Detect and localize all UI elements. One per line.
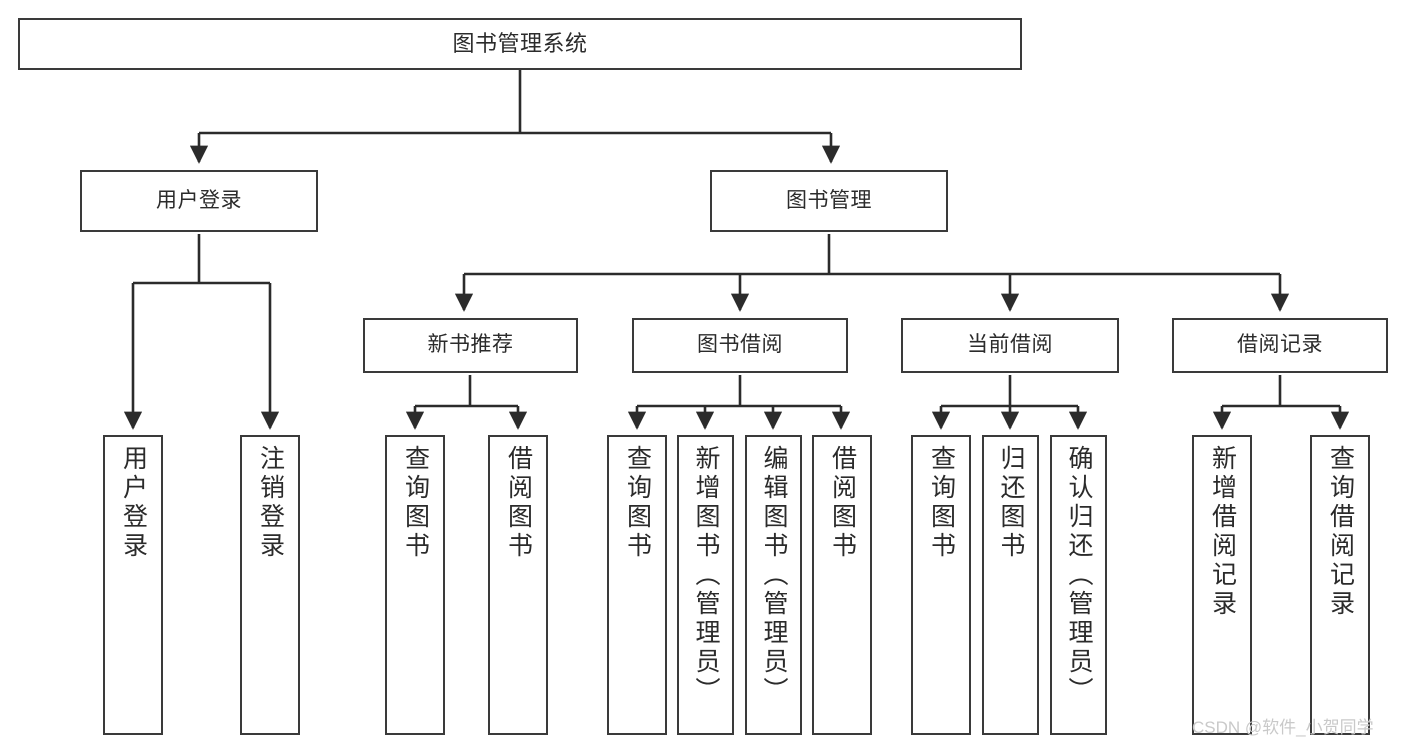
leaf-label: 编辑图书（管理员） [760, 445, 788, 706]
node-borrow-record[interactable]: 借阅记录 [1172, 318, 1388, 373]
leaf-label: 查询图书 [623, 445, 652, 561]
leaf-label: 借阅图书 [828, 445, 857, 561]
leaf-label: 新增图书（管理员） [692, 445, 720, 706]
node-book-management-system[interactable]: 图书管理系统 [18, 18, 1022, 70]
node-label: 图书管理 [786, 188, 872, 212]
leaf-add-borrow-record[interactable]: 新增借阅记录 [1192, 435, 1252, 735]
node-label: 当前借阅 [967, 333, 1053, 357]
leaf-confirm-return[interactable]: 确认归还（管理员） [1050, 435, 1107, 735]
leaf-label: 新增借阅记录 [1208, 445, 1237, 619]
leaf-label: 用户登录 [119, 445, 148, 561]
csdn-watermark: CSDN @软件_小贺同学 [1192, 718, 1374, 737]
leaf-borrow-book-1[interactable]: 借阅图书 [488, 435, 548, 735]
node-user-login[interactable]: 用户登录 [80, 170, 318, 232]
node-label: 新书推荐 [427, 333, 514, 357]
leaf-query-book-1[interactable]: 查询图书 [385, 435, 445, 735]
leaf-label: 查询图书 [927, 445, 956, 561]
node-label: 图书借阅 [697, 333, 783, 357]
leaf-query-book-2[interactable]: 查询图书 [607, 435, 667, 735]
node-book-manage[interactable]: 图书管理 [710, 170, 948, 232]
node-label: 图书管理系统 [452, 31, 588, 57]
leaf-query-book-3[interactable]: 查询图书 [911, 435, 971, 735]
leaf-label: 确认归还（管理员） [1065, 445, 1093, 706]
node-book-borrow[interactable]: 图书借阅 [632, 318, 848, 373]
leaf-logout[interactable]: 注销登录 [240, 435, 300, 735]
leaf-borrow-book-2[interactable]: 借阅图书 [812, 435, 872, 735]
leaf-edit-book[interactable]: 编辑图书（管理员） [745, 435, 802, 735]
leaf-label: 归还图书 [997, 445, 1025, 561]
leaf-label: 借阅图书 [504, 445, 533, 561]
node-label: 借阅记录 [1237, 333, 1323, 357]
leaf-label: 查询图书 [401, 445, 430, 561]
node-current-borrow[interactable]: 当前借阅 [901, 318, 1119, 373]
leaf-user-login[interactable]: 用户登录 [103, 435, 163, 735]
node-new-book-recommend[interactable]: 新书推荐 [363, 318, 578, 373]
leaf-return-book[interactable]: 归还图书 [982, 435, 1039, 735]
leaf-query-borrow-record[interactable]: 查询借阅记录 [1310, 435, 1370, 735]
leaf-label: 查询借阅记录 [1326, 445, 1355, 619]
leaf-add-book[interactable]: 新增图书（管理员） [677, 435, 734, 735]
node-label: 用户登录 [156, 188, 242, 212]
leaf-label: 注销登录 [256, 445, 285, 561]
